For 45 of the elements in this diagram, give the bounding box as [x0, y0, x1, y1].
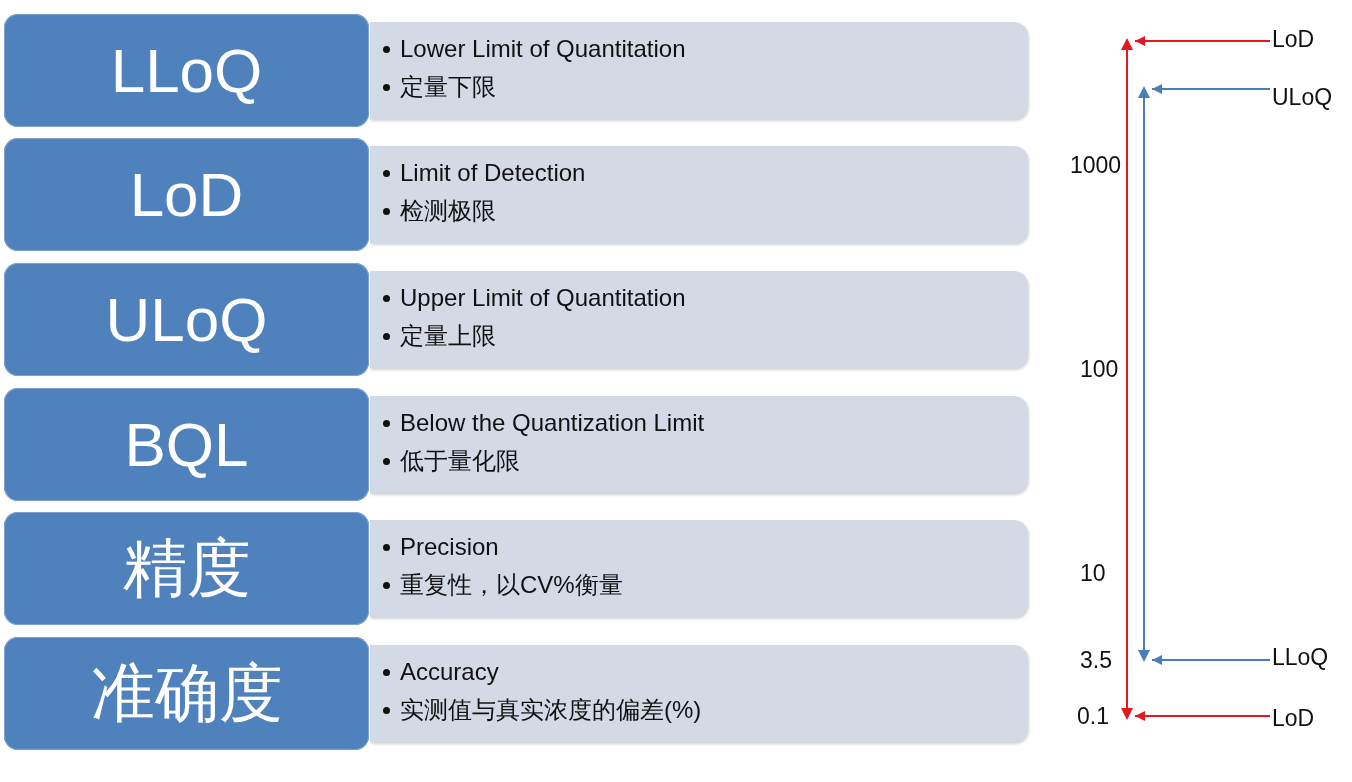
limit-label: LoD — [1272, 705, 1315, 731]
definition-text: Accuracy — [400, 657, 499, 687]
range-arrow — [1138, 86, 1150, 662]
definition-text: 定量下限 — [400, 72, 496, 102]
term-box — [4, 388, 369, 501]
range-arrow — [1121, 38, 1133, 720]
term-text: LLoQ — [110, 35, 263, 106]
term-text: LoD — [129, 159, 244, 230]
term-box — [4, 512, 369, 625]
definition-box — [370, 645, 1028, 742]
term-text: 精度 — [122, 533, 251, 604]
definition-text: Upper Limit of Quantitation — [400, 283, 686, 313]
term-box — [4, 14, 369, 127]
term-box — [4, 637, 369, 750]
term-text: ULoQ — [105, 284, 268, 355]
term-text: 准确度 — [90, 658, 283, 729]
definition-text: 重复性，以CV%衡量 — [400, 570, 623, 600]
definition-box — [370, 22, 1028, 119]
definition-box — [370, 271, 1028, 368]
definition-box — [370, 396, 1028, 493]
limit-label: LoD — [1272, 26, 1315, 52]
definition-box — [370, 146, 1028, 243]
scale-value: 1000 — [1070, 152, 1122, 178]
definition-text: 低于量化限 — [400, 446, 520, 476]
scale-value: 3.5 — [1080, 647, 1112, 673]
definition-text: Precision — [400, 532, 499, 562]
leader-arrow — [1134, 711, 1271, 721]
term-box — [4, 263, 369, 376]
limit-label: LLoQ — [1272, 644, 1329, 670]
scale-value: 0.1 — [1077, 703, 1109, 729]
scale-value: 100 — [1080, 356, 1119, 382]
definition-text: 定量上限 — [400, 321, 496, 351]
leader-arrow — [1151, 84, 1271, 94]
definition-text: Lower Limit of Quantitation — [400, 34, 686, 64]
scale-value: 10 — [1080, 560, 1106, 586]
definition-text: Limit of Detection — [400, 158, 586, 188]
limit-label: ULoQ — [1272, 84, 1333, 110]
term-text: BQL — [124, 409, 249, 480]
term-box — [4, 138, 369, 251]
leader-arrow — [1151, 655, 1271, 665]
definition-box — [370, 520, 1028, 617]
definition-text: 检测极限 — [400, 196, 496, 226]
definition-text: Below the Quantization Limit — [400, 408, 705, 438]
leader-arrow — [1134, 36, 1271, 46]
definition-text: 实测值与真实浓度的偏差(%) — [400, 695, 702, 725]
